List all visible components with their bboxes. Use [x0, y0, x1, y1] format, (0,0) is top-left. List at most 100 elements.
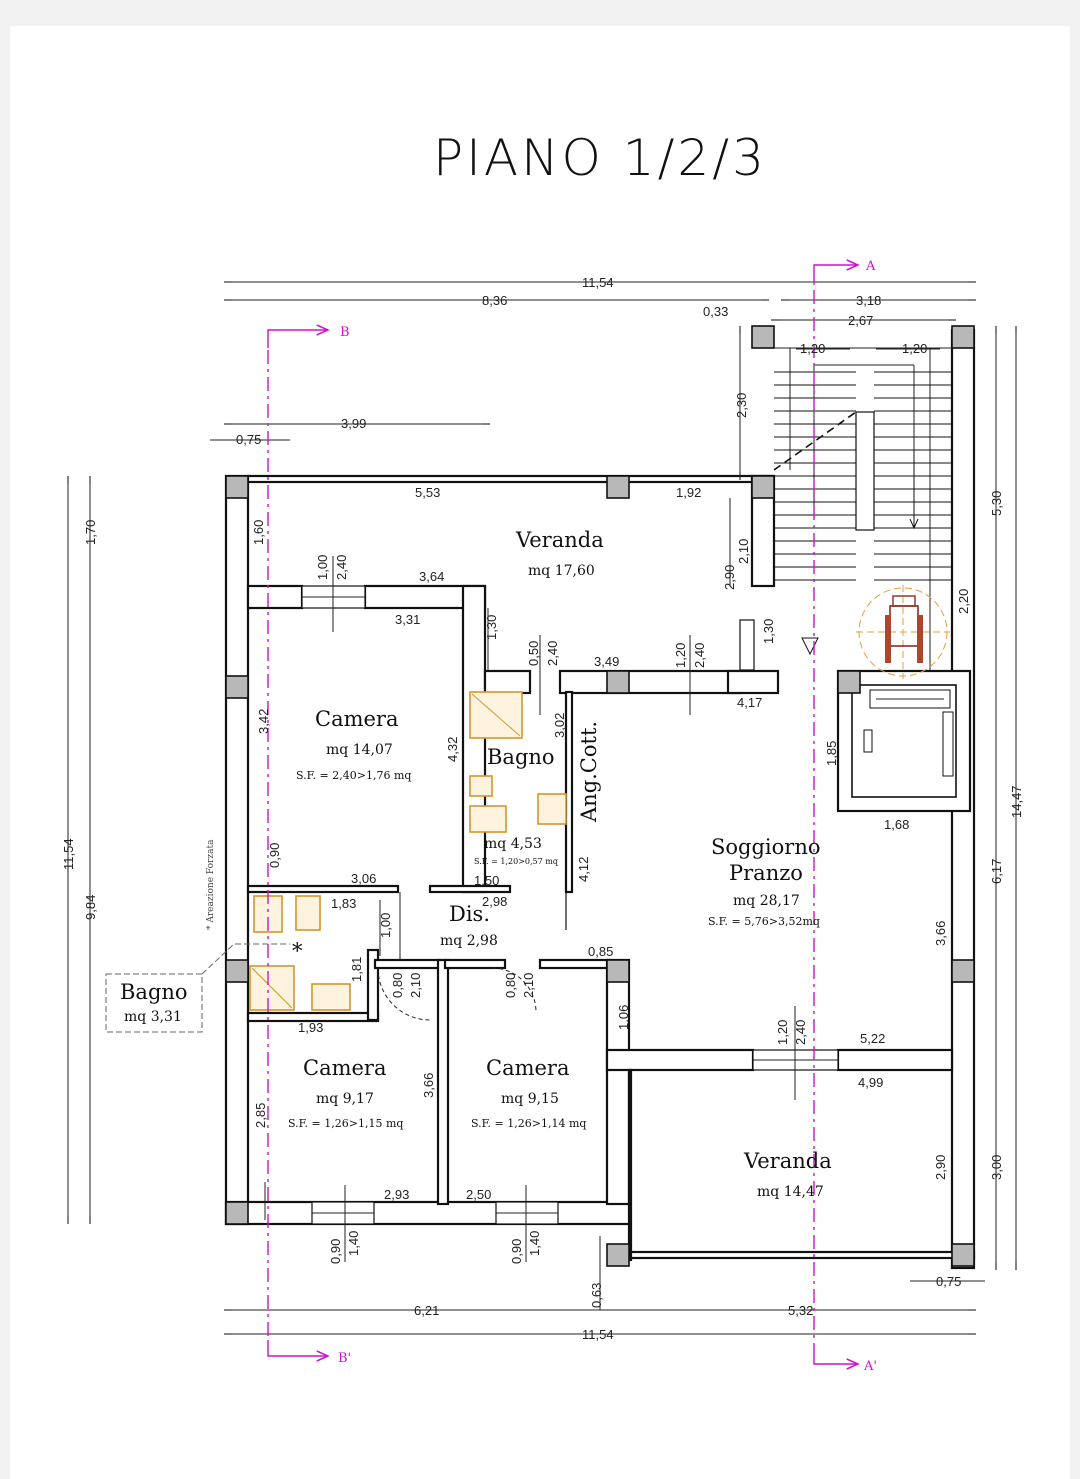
dim-text: 8,36 — [482, 293, 507, 308]
column — [225, 675, 249, 699]
dim-text: 0,33 — [703, 304, 728, 319]
dim-text: 3,02 — [552, 713, 567, 738]
room-camera-left-area: mq 9,17 — [316, 1091, 374, 1107]
dimension-texts: 11,54 8,36 0,33 3,18 2,67 1,20 1,20 3,99… — [236, 275, 961, 1342]
room-bagno-small-area: mq 3,31 — [124, 1009, 182, 1025]
wall-bottom — [224, 1200, 632, 1226]
dim-text: 1,70 — [83, 520, 98, 545]
dim-text: 4,12 — [576, 857, 591, 882]
wall-dis-bottom-a — [373, 958, 442, 970]
dim-text: 3,00 — [989, 1155, 1004, 1180]
column — [606, 959, 630, 983]
wall-bagno-small-top — [246, 884, 400, 894]
column — [225, 959, 249, 983]
wall-veranda-top — [246, 474, 775, 484]
wall-camera-left-right — [436, 958, 450, 1206]
room-dis-name: Dis. — [449, 902, 490, 926]
wall-dis-top — [428, 884, 512, 894]
dim-text: 2,93 — [384, 1187, 409, 1202]
wall-door-pier — [726, 669, 780, 695]
dim-text: 4,32 — [445, 737, 460, 762]
asterisk-mark: * — [292, 939, 303, 963]
room-camera-left-name: Camera — [303, 1056, 387, 1080]
room-veranda-top-area: mq 17,60 — [528, 563, 595, 579]
column — [606, 1243, 630, 1267]
dim-text: 2,67 — [848, 313, 873, 328]
dim-text: 2,90 — [722, 565, 737, 590]
column — [837, 670, 861, 694]
dim-text: 1,83 — [331, 896, 356, 911]
room-bagno-small-name: Bagno — [120, 980, 188, 1004]
wall-soggiorno-bottom-a — [605, 1048, 755, 1072]
column — [606, 475, 630, 499]
dim-text: 2,98 — [482, 894, 507, 909]
dim-text: 11,54 — [582, 275, 614, 290]
dim-text: 0,85 — [588, 944, 613, 959]
dim-text: 1,92 — [676, 485, 701, 500]
dim-text: 0,75 — [936, 1274, 961, 1289]
dim-text: 1,40 — [527, 1231, 542, 1256]
bagno-small-callout — [105, 943, 290, 1033]
note-areazione: * Areazione Forzata — [206, 839, 216, 930]
bagno-fixtures — [469, 691, 567, 833]
dim-text: 3,99 — [341, 416, 366, 431]
dim-text: 6,17 — [989, 859, 1004, 884]
dim-text: 5,32 — [788, 1303, 813, 1318]
door-swings — [377, 875, 567, 1021]
room-bagno-main-area: mq 4,53 — [484, 836, 542, 852]
section-label-b: B — [340, 325, 350, 340]
door-frame-stair — [739, 619, 755, 671]
column — [951, 1243, 975, 1267]
wall-dis-bottom-b — [443, 958, 507, 970]
dim-text: 2,85 — [253, 1103, 268, 1128]
section-lines — [267, 265, 858, 1364]
dim-text: 2,10 — [408, 973, 423, 998]
dim-text: 1,93 — [298, 1020, 323, 1035]
dim-text: 1,06 — [616, 1005, 631, 1030]
dim-text: 9,84 — [83, 895, 98, 920]
dim-text: 2,50 — [466, 1187, 491, 1202]
dim-text: 3,66 — [933, 921, 948, 946]
dim-text: 1,68 — [884, 817, 909, 832]
dim-text: 0,50 — [526, 641, 541, 666]
dim-text: 2,40 — [545, 641, 560, 666]
wall-veranda-bottom — [627, 1250, 976, 1260]
sink-icon — [537, 793, 567, 825]
column — [951, 325, 975, 349]
dim-text: 3,31 — [395, 612, 420, 627]
dim-text: 3,18 — [856, 293, 881, 308]
dimension-lines — [67, 281, 1017, 1335]
room-veranda-bottom-name: Veranda — [743, 1149, 832, 1173]
wall-bagno-small-right — [366, 948, 380, 1022]
callout-box — [105, 973, 203, 1033]
toilet-icon — [469, 775, 493, 797]
wall-soggiorno-bottom-b — [836, 1048, 954, 1072]
dim-text: 0,80 — [390, 973, 405, 998]
dim-text: 1,30 — [761, 619, 776, 644]
dim-text: 0,75 — [236, 432, 261, 447]
room-camera-mid-area: mq 9,15 — [501, 1091, 559, 1107]
room-camera-left-sf: S.F. = 1,26>1,15 mq — [288, 1117, 403, 1130]
room-bagno-main-sf: S.F. = 1,20>0,57 mq — [474, 857, 558, 866]
dim-text: 1,20 — [673, 643, 688, 668]
room-ang-cott-name: Ang.Cott. — [577, 721, 601, 823]
room-bagno-main-name: Bagno — [487, 745, 555, 769]
dim-text: 1,20 — [800, 341, 825, 356]
dim-text: 3,64 — [419, 569, 444, 584]
dim-text: 6,21 — [414, 1303, 439, 1318]
room-veranda-top-name: Veranda — [515, 528, 604, 552]
dim-text: 1,20 — [902, 341, 927, 356]
column — [606, 670, 630, 694]
staircase — [773, 347, 952, 670]
dim-text: 1,00 — [378, 913, 393, 938]
columns — [225, 325, 975, 1267]
room-camera-mid-name: Camera — [486, 1056, 570, 1080]
walls — [224, 328, 976, 1270]
column — [225, 1201, 249, 1225]
wall-camera-right — [461, 584, 487, 894]
dim-text: 2,30 — [734, 393, 749, 418]
dim-text: 5,53 — [415, 485, 440, 500]
dim-text: 14,47 — [1009, 785, 1024, 818]
section-label-b-prime: B' — [338, 1351, 351, 1366]
room-soggiorno-area: mq 28,17 — [733, 893, 800, 909]
